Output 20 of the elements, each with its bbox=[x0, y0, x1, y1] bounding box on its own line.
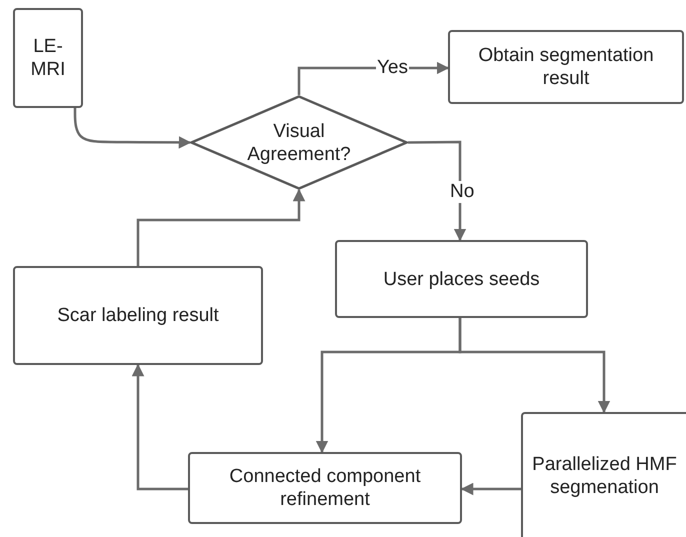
process-box bbox=[13, 266, 263, 365]
process-box bbox=[13, 8, 83, 108]
node-label: Parallelized HMF segmenation bbox=[531, 452, 678, 498]
arrow bbox=[74, 108, 192, 149]
node-label: Scar labeling result bbox=[57, 304, 219, 327]
process-box bbox=[521, 412, 686, 537]
process-box bbox=[448, 30, 684, 104]
arrow bbox=[136, 188, 306, 266]
node-label: Connected component refinement bbox=[228, 465, 422, 511]
arrow bbox=[458, 318, 610, 414]
process-box bbox=[188, 452, 462, 524]
edge-label: No bbox=[449, 181, 476, 203]
arrow bbox=[132, 364, 188, 490]
node-label: Obtain segmentation result bbox=[477, 44, 655, 90]
node-label: User places seeds bbox=[383, 268, 540, 290]
decision-diamond bbox=[190, 95, 408, 190]
node-label: LE-MRI bbox=[30, 35, 66, 81]
process-box bbox=[335, 240, 588, 318]
node-label: Visual Agreement? bbox=[246, 120, 352, 166]
arrow bbox=[460, 482, 521, 496]
